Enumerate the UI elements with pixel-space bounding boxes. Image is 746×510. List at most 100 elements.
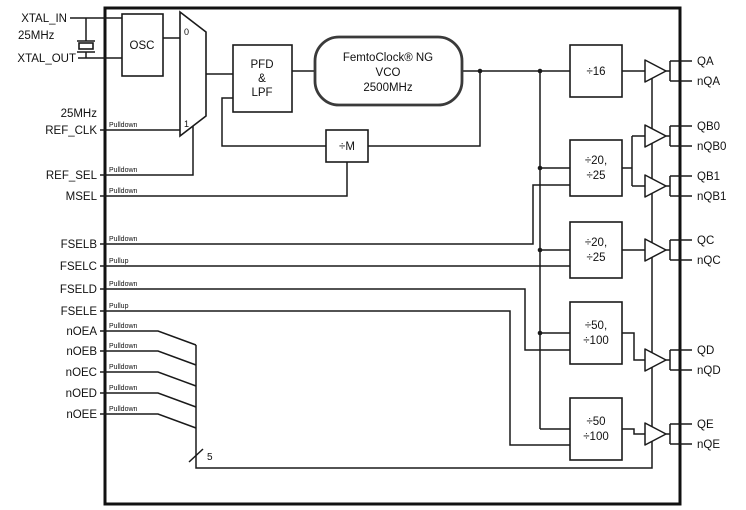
output-buffer-qd-icon (644, 348, 667, 372)
div-d-block (569, 301, 623, 365)
wire-ref-sel (100, 126, 194, 176)
pull-label-noea: Pulldown (109, 323, 138, 330)
bus-width-label: 5 (207, 452, 213, 463)
pull-label-fselc: Pullup (109, 258, 129, 265)
pin-label-noee: nOEE (66, 409, 97, 421)
osc-label: OSC (130, 40, 155, 52)
div-b-label-line2: ÷25 (586, 170, 605, 182)
div-e-label-line2: ÷100 (583, 431, 609, 443)
bus-width-slash (188, 448, 204, 463)
pull-label-ref-sel: Pulldown (109, 167, 138, 174)
div-a-block (569, 44, 623, 98)
pin-label-noed: nOED (66, 388, 97, 400)
output-label-nqe: nQE (697, 439, 720, 451)
output-label-qe: QE (697, 419, 714, 431)
pin-label-xtal-in: XTAL_IN (21, 13, 67, 25)
wire-fseld (100, 288, 570, 351)
wire-enable-bus (195, 71, 653, 469)
output-label-nqa: nQA (697, 76, 720, 88)
pin-label-noeb: nOEB (66, 346, 97, 358)
pfd-label-line1: PFD (251, 59, 274, 71)
wire-divb-out (622, 135, 645, 187)
pin-label-fseld: FSELD (60, 284, 97, 296)
output-label-nqb0: nQB0 (697, 141, 726, 153)
wire-out-qc (666, 239, 692, 261)
output-label-qb0: QB0 (697, 121, 720, 133)
ref-mux-block (179, 10, 207, 138)
wire-out-qa (666, 60, 692, 82)
vco-label-line2: VCO (376, 67, 401, 79)
wire-noec (100, 371, 197, 387)
wire-out-qb0 (666, 125, 692, 147)
output-buffer-qc-icon (644, 238, 667, 262)
vco-label-line3: 2500MHz (363, 82, 412, 94)
pin-label-fsele: FSELE (61, 306, 98, 318)
pin-label-noea: nOEA (66, 326, 97, 338)
pfd-label-line2: & (258, 73, 266, 85)
pull-label-ref-clk: Pulldown (109, 122, 138, 129)
pull-label-fselb: Pulldown (109, 236, 138, 243)
junction-dot (537, 68, 543, 74)
wire-out-qb1 (666, 175, 692, 197)
junction-dot (537, 247, 543, 253)
osc-block (121, 13, 164, 77)
pin-label-fselc: FSELC (60, 261, 97, 273)
pin-label-ref-freq: 25MHz (61, 108, 98, 120)
junction-dot (537, 330, 543, 336)
pull-label-noec: Pulldown (109, 364, 138, 371)
wire-noeb (100, 350, 197, 366)
div-c-block (569, 221, 623, 279)
wire-dive-out (622, 428, 645, 435)
pin-label-xtal-freq: 25MHz (18, 30, 55, 42)
output-label-qd: QD (697, 345, 714, 357)
output-label-nqb1: nQB1 (697, 191, 726, 203)
pfd-label-line3: LPF (251, 87, 272, 99)
output-label-qb1: QB1 (697, 171, 720, 183)
output-label-nqc: nQC (697, 255, 721, 267)
output-buffer-qe-icon (644, 422, 667, 446)
output-buffer-qb1-icon (644, 174, 667, 198)
junction-dot (477, 68, 483, 74)
wire-noee (100, 413, 197, 429)
div-c-label-line1: ÷20, (585, 237, 607, 249)
div-a-label: ÷16 (586, 66, 605, 78)
div-e-block (569, 397, 623, 461)
pin-label-fselb: FSELB (61, 239, 98, 251)
pull-label-noeb: Pulldown (109, 343, 138, 350)
pin-label-noec: nOEC (66, 367, 97, 379)
wire-out-qd (666, 349, 692, 371)
wire-out-qe (666, 423, 692, 445)
div-b-block (569, 139, 623, 197)
div-d-label-line2: ÷100 (583, 335, 609, 347)
wire-divider-bus (539, 71, 570, 430)
pin-label-ref-clk: REF_CLK (45, 125, 97, 137)
junction-dot (537, 165, 543, 171)
pin-label-xtal-out: XTAL_OUT (17, 53, 76, 65)
div-c-label-line2: ÷25 (586, 252, 605, 264)
wire-noed (100, 392, 197, 408)
mux-input-0-label: 0 (184, 27, 189, 37)
pin-label-ref-sel: REF_SEL (46, 170, 98, 182)
output-buffer-qa-icon (644, 59, 667, 83)
pull-label-msel: Pulldown (109, 188, 138, 195)
mux-input-1-label: 1 (184, 119, 189, 129)
div-d-label-line1: ÷50, (585, 320, 607, 332)
wire-vco-feedback-tap (368, 71, 481, 147)
chip-outline (103, 6, 682, 506)
crystal-icon (77, 18, 95, 58)
pull-label-fseld: Pulldown (109, 281, 138, 288)
wire-msel (100, 162, 348, 197)
wire-fselb (100, 184, 570, 245)
output-label-qa: QA (697, 56, 714, 68)
pull-label-fsele: Pullup (109, 303, 129, 310)
output-label-qc: QC (697, 235, 714, 247)
pfd-lpf-block (232, 44, 293, 113)
pull-label-noee: Pulldown (109, 406, 138, 413)
div-e-label-line1: ÷50 (586, 416, 605, 428)
div-m-block (325, 129, 369, 163)
pull-label-noed: Pulldown (109, 385, 138, 392)
wire-noea (100, 330, 197, 346)
wire-divm-to-pfd (221, 97, 326, 147)
